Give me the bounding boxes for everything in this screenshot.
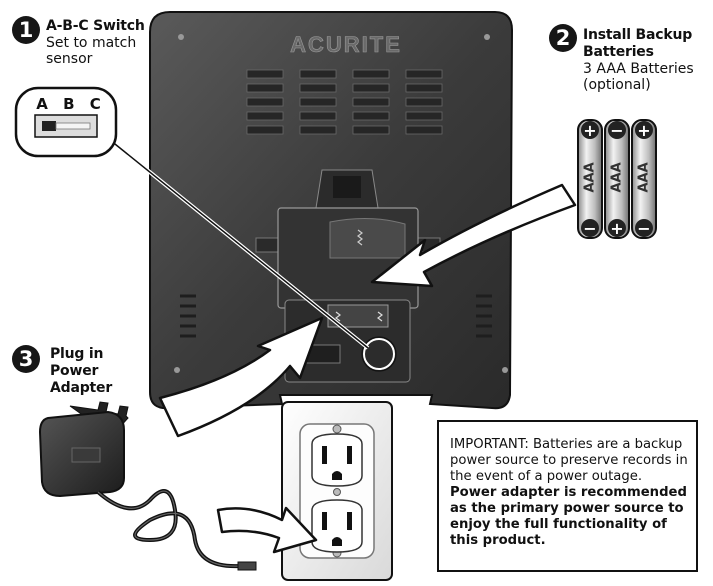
side-grille bbox=[180, 294, 492, 338]
battery-arrow bbox=[370, 183, 577, 288]
battery-label-3: AAA bbox=[636, 162, 652, 193]
step-2-description: 3 AAA Batteries (optional) bbox=[583, 61, 694, 93]
adapter-arrow bbox=[158, 316, 324, 438]
switch-callout bbox=[14, 86, 118, 158]
power-adapter bbox=[38, 401, 257, 571]
wall-outlet bbox=[281, 401, 393, 581]
switch-highlight bbox=[363, 338, 395, 370]
battery-label-2: AAA bbox=[609, 162, 625, 193]
display-unit-back: ACURITE bbox=[149, 11, 514, 410]
step-2-title: Install Backup Batteries bbox=[583, 27, 693, 60]
brand-logo: ACURITE bbox=[290, 32, 402, 57]
svg-text:+: + bbox=[583, 121, 596, 140]
vent-grille bbox=[246, 69, 443, 135]
important-note: IMPORTANT: Batteries are a backup power … bbox=[437, 420, 698, 572]
step-1-number: 1 bbox=[12, 16, 40, 44]
switch-letters: A B C bbox=[36, 95, 106, 113]
battery-label-1: AAA bbox=[582, 162, 598, 193]
outlet-arrow bbox=[216, 506, 318, 554]
aaa-batteries: + − + − + − bbox=[577, 119, 657, 239]
step-1-description: Set to match sensor bbox=[46, 35, 137, 67]
svg-text:+: + bbox=[610, 219, 623, 238]
svg-text:−: − bbox=[610, 121, 623, 140]
note-bold-text: Power adapter is recommended as the prim… bbox=[450, 485, 687, 548]
step-3-title: Plug in Power Adapter bbox=[50, 346, 113, 396]
svg-text:+: + bbox=[637, 121, 650, 140]
svg-text:−: − bbox=[583, 219, 596, 238]
step-2-number: 2 bbox=[549, 24, 577, 52]
svg-text:−: − bbox=[637, 219, 650, 238]
step-1-title: A-B-C Switch bbox=[46, 18, 145, 34]
step-3-number: 3 bbox=[12, 345, 40, 373]
note-regular-text: IMPORTANT: Batteries are a backup power … bbox=[450, 437, 688, 484]
